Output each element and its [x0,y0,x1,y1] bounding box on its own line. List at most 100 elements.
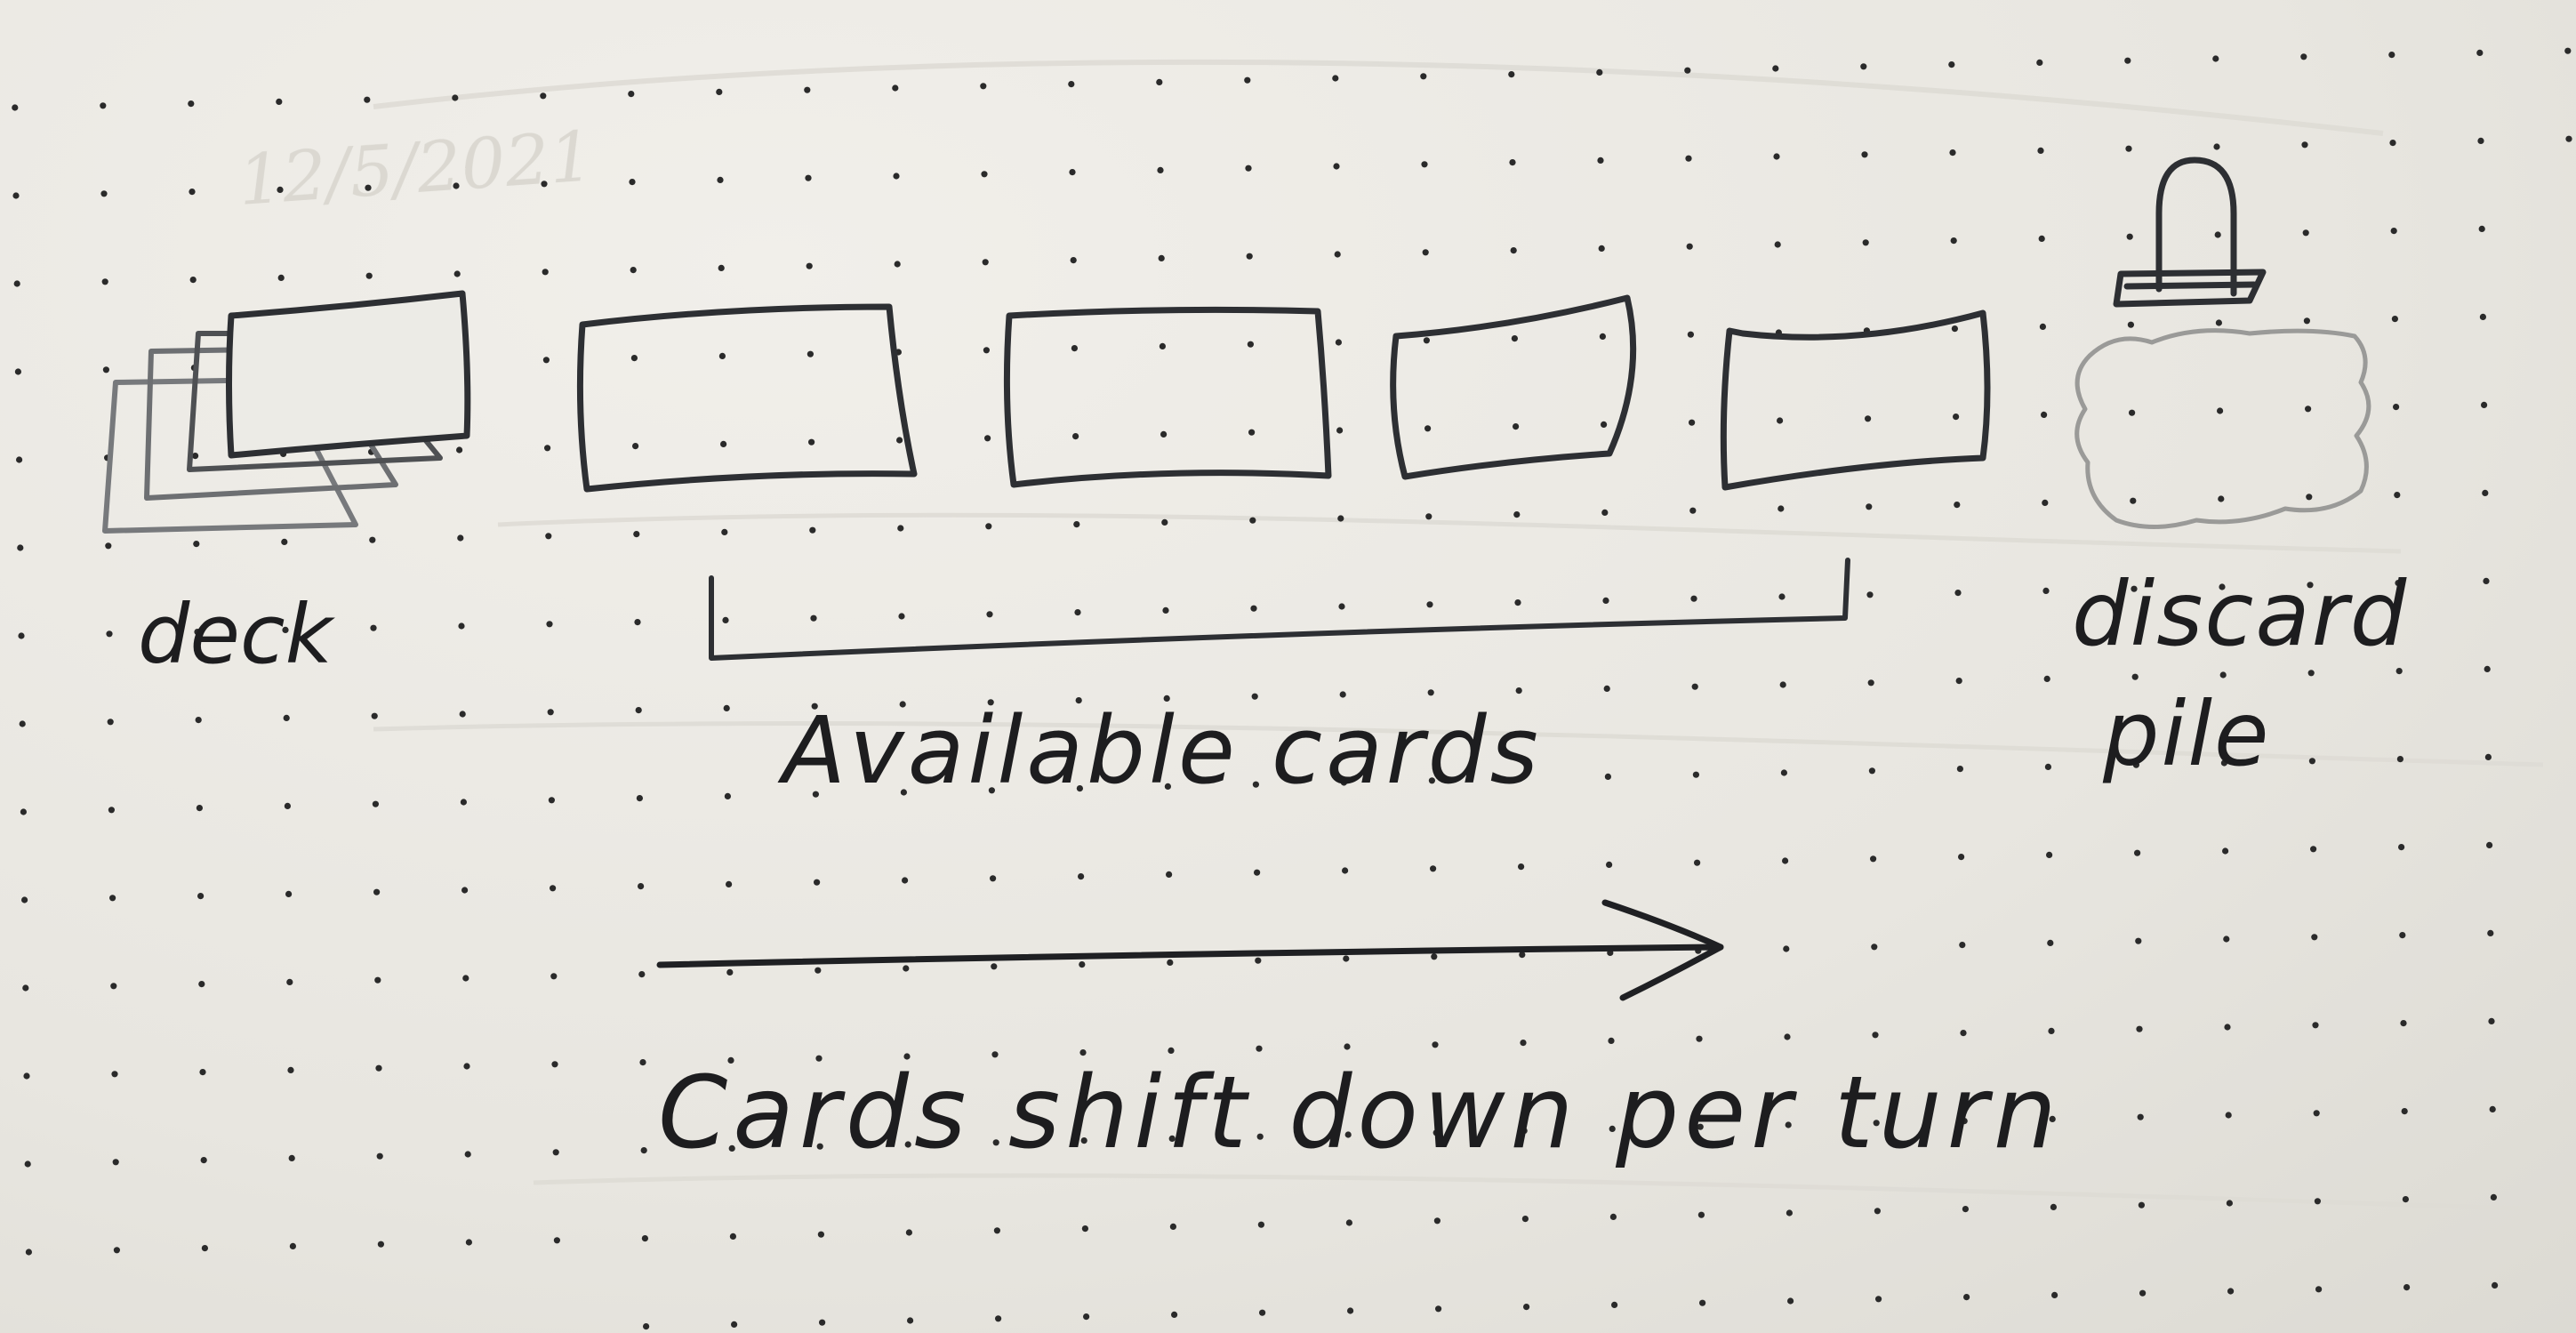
grid-dot [900,789,908,796]
grid-dot [1251,693,1258,700]
grid-dot [1248,429,1256,436]
grid-dot [1604,773,1611,781]
grid-dot [1519,952,1526,959]
grid-dot [1078,873,1085,880]
grid-dot [1862,239,1869,246]
grid-dot [638,883,645,890]
grid-dot [2225,1112,2232,1119]
grid-dot [1963,1294,1970,1301]
grid-dot [1069,169,1076,176]
grid-dot [2214,231,2221,238]
grid-dot [1786,1209,1793,1217]
grid-dot [372,800,379,807]
grid-dot [1779,681,1786,688]
available-card-2 [1003,306,1332,488]
grid-dot [2131,585,2138,592]
grid-dot [630,267,637,274]
grid-dot [1159,342,1166,349]
grid-dot [2400,1020,2407,1027]
grid-dot [2483,577,2490,585]
grid-dot [553,1237,561,1244]
discard-pile-outline [2074,328,2371,529]
deck-card-4 [102,377,358,534]
grid-dot [17,544,24,551]
grid-dot [1694,859,1701,866]
grid-dot [1777,417,1784,424]
grid-dot [640,1147,647,1154]
grid-dot [2487,929,2494,936]
grid-dot [2398,844,2405,851]
grid-dot [1158,254,1165,261]
grid-dot [2479,313,2486,320]
grid-dot [1865,415,1872,422]
grid-dot [1168,1135,1176,1142]
grid-dot [370,624,377,631]
grid-dot [2137,1113,2144,1120]
grid-dot [100,190,108,197]
grid-dot [1339,691,1346,698]
grid-dot [729,1233,737,1240]
grid-dot [897,525,904,532]
grid-dot [1245,165,1252,172]
grid-dot [286,978,293,985]
grid-dot [1866,591,1874,598]
grid-dot [19,720,26,727]
grid-dot [2046,851,2053,859]
grid-dot [365,184,372,191]
grid-dot [2390,228,2397,235]
grid-dot [2403,1284,2411,1291]
grid-dot [1685,155,1692,162]
grid-dot [1772,65,1779,72]
grid-dot [16,456,23,463]
grid-dot [2219,671,2227,679]
grid-dot [628,91,635,98]
grid-dot [804,86,811,93]
grid-dot [12,104,19,111]
grid-dot [1164,783,1171,791]
grid-dot [2044,763,2051,771]
grid-dot [545,533,552,540]
grid-dot [2132,761,2139,768]
grid-dot [2395,668,2403,675]
grid-dot [731,1321,738,1328]
grid-dot [1333,163,1340,170]
grid-dot [726,968,734,976]
grid-dot [465,1239,473,1246]
grid-dot [289,1242,296,1249]
grid-dot [461,887,469,894]
grid-dot [287,1066,294,1073]
grid-dot [1073,521,1080,528]
deck-card-1 [226,290,471,459]
grid-dot [2050,1203,2057,1210]
grid-dot [1335,339,1342,346]
grid-dot [724,792,732,800]
grid-dot [718,264,725,271]
grid-dot [463,1063,470,1070]
grid-dot [189,277,197,284]
grid-dot [1523,1304,1530,1311]
grid-dot [643,1323,650,1330]
grid-dot [991,963,998,970]
grid-dot [2131,673,2139,680]
grid-dot [1778,505,1785,512]
grid-dot [1171,1311,1178,1318]
grid-dot [2393,404,2400,411]
grid-dot [1684,67,1691,74]
grid-dot [550,885,557,892]
grid-dot [985,523,992,530]
grid-dot [369,536,376,543]
grid-dot [1080,1137,1087,1144]
grid-dot [991,1051,999,1058]
grid-dot [197,893,205,900]
grid-dot [2129,409,2136,416]
grid-dot [1257,1221,1264,1228]
grid-dot [1611,1301,1618,1308]
grid-dot [540,92,547,100]
grid-dot [453,270,461,277]
grid-dot [1250,605,1257,612]
grid-dot [2042,499,2049,507]
grid-dot [192,452,199,460]
grid-dot [902,877,909,884]
grid-dot [1872,1032,1879,1039]
grid-dot [805,174,812,181]
